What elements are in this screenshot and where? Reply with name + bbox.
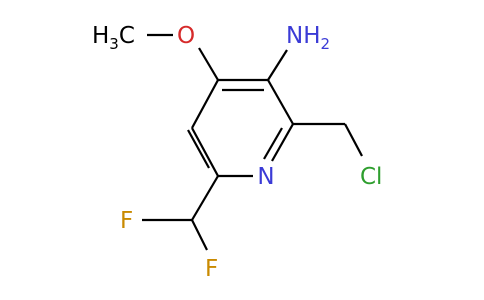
atom-label-methyl: H3C	[92, 23, 135, 53]
bond-c3-c2	[267, 79, 294, 125]
bond-c4-oxygen	[198, 47, 219, 81]
bond-c5-c4	[191, 79, 219, 129]
bond-c2-n1-inner	[263, 127, 283, 160]
atom-label-chlorine: Cl	[360, 164, 382, 190]
bond-c6-c5-inner	[187, 129, 210, 169]
bond-c6-c5	[191, 127, 219, 177]
atom-label-ring-nitrogen: N	[257, 164, 274, 190]
atom-label-amino: NH2	[286, 23, 330, 53]
atom-label-fluorine-1: F	[120, 208, 133, 234]
bond-ch2-chlorine	[344, 123, 363, 157]
bond-c6-chf2	[191, 175, 219, 221]
bond-c3-amino	[267, 49, 288, 81]
bond-c2-n1	[271, 123, 294, 162]
bond-chf2-fluorine-2	[191, 219, 208, 251]
atom-label-fluorine-2: F	[205, 256, 218, 282]
atom-label-oxygen: O	[177, 23, 195, 49]
